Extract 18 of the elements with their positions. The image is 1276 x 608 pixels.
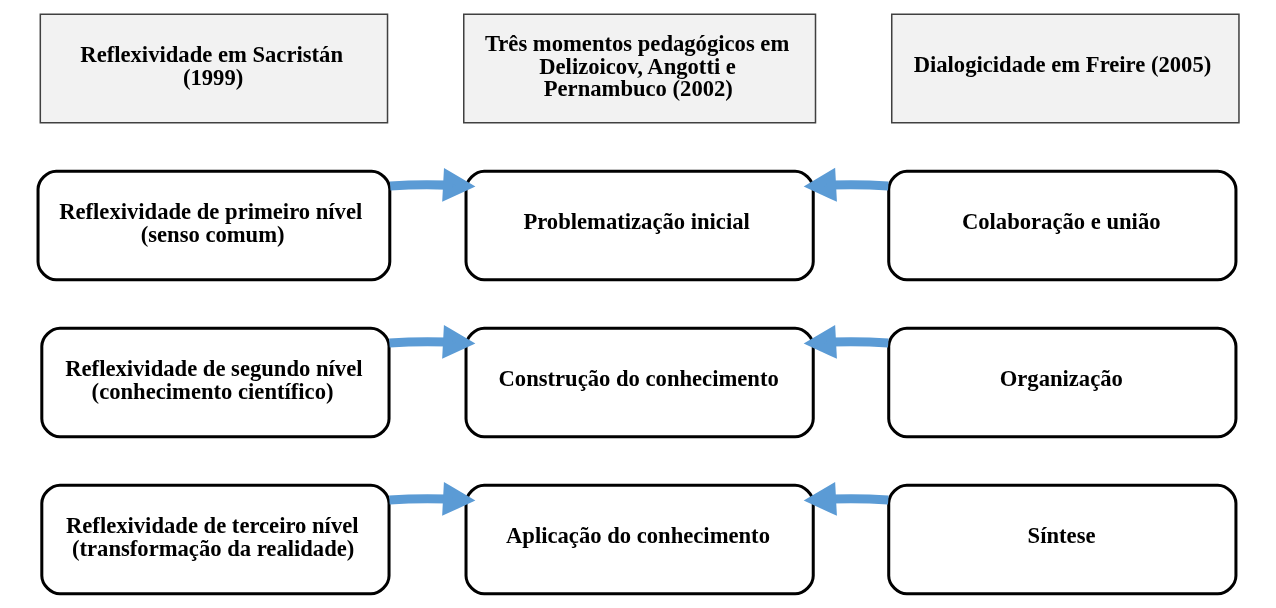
node-box: Dialogicidade em Freire (2005) — [890, 13, 1240, 124]
node-box: Síntese — [886, 483, 1237, 596]
node-box: Reflexividade de segundo nível (conhecimento científico) — [39, 326, 391, 439]
node-box: Problematização inicial — [464, 169, 815, 282]
node-box: Reflexividade em Sacristán (1999) — [39, 13, 388, 124]
node-box: Aplicação do conhecimento — [464, 483, 815, 596]
node-box: Reflexividade de terceiro nível (transformação da realidade) — [39, 483, 391, 596]
node-box: Construção do conhecimento — [464, 326, 815, 439]
node-box: Três momentos pedagógicos em Delizoicov, Angotti e Pernambuco (2002) — [462, 13, 816, 124]
arrow — [803, 167, 889, 202]
arrow — [803, 481, 889, 516]
arrow — [388, 481, 475, 516]
arrow — [388, 324, 475, 359]
arrow — [803, 324, 889, 359]
node-box: Colaboração e união — [886, 169, 1237, 282]
arrow — [389, 167, 475, 202]
node-box: Reflexividade de primeiro nível (senso comum) — [36, 169, 391, 282]
node-box: Organização — [886, 326, 1237, 439]
